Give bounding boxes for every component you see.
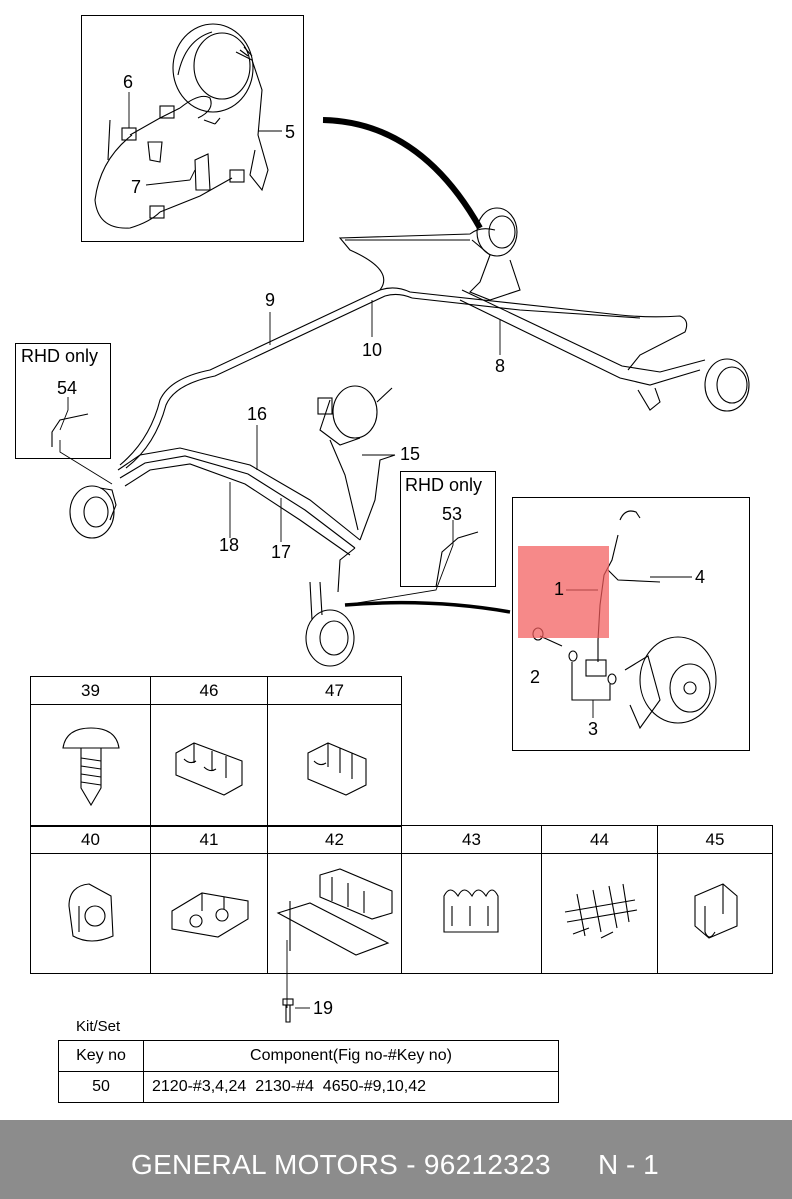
rhd-only-box-54: RHD only 54 <box>15 343 111 459</box>
rhd-only-title: RHD only <box>21 346 99 366</box>
callout-16: 16 <box>247 404 268 424</box>
front-right-brake-drawing <box>305 581 355 667</box>
part-cell-46[interactable]: 46 <box>150 676 268 705</box>
push-clip-icon <box>61 727 120 807</box>
callout-2: 2 <box>530 667 541 687</box>
callout-9: 9 <box>265 290 276 310</box>
kit-set-table: Key no Component(Fig no-#Key no) 50 2120… <box>58 1040 559 1103</box>
part-image-41 <box>150 853 268 974</box>
callout-6: 6 <box>123 72 134 92</box>
part-cell-45[interactable]: 45 <box>657 825 773 854</box>
highlighted-part-1[interactable] <box>518 546 609 638</box>
bracket-clip-assembly-icon <box>276 868 393 956</box>
triple-pipe-clip-icon <box>306 742 367 796</box>
brake-lines-diagram <box>51 23 750 1009</box>
callout-8: 8 <box>495 356 506 376</box>
footer-page-number: N - 1 <box>598 1149 659 1180</box>
part-image-46 <box>150 704 268 827</box>
callout-1: 1 <box>554 579 565 599</box>
rhd-only-title: RHD only <box>405 475 483 495</box>
kit-row-key: 50 <box>58 1071 144 1103</box>
screw-19-icon <box>282 998 294 1023</box>
part-cell-40[interactable]: 40 <box>30 825 151 854</box>
rear-drum-detail-drawing <box>94 23 269 229</box>
part-cell-42[interactable]: 42 <box>267 825 402 854</box>
kit-row-component: 2120-#3,4,24 2130-#4 4650-#9,10,42 <box>143 1071 559 1103</box>
part-image-43 <box>401 853 542 974</box>
front-left-brake-drawing <box>69 485 117 539</box>
single-clip-icon <box>67 883 114 942</box>
part-image-44 <box>541 853 658 974</box>
callout-17: 17 <box>271 542 292 562</box>
footer-part-number: GENERAL MOTORS - 96212323 <box>131 1149 551 1180</box>
part-cell-41[interactable]: 41 <box>150 825 268 854</box>
caliper-inset <box>512 497 750 751</box>
footer-bar <box>0 1120 792 1199</box>
callout-3: 3 <box>588 719 599 739</box>
kit-header-key: Key no <box>58 1040 144 1072</box>
part-image-40 <box>30 853 151 974</box>
kit-header-component: Component(Fig no-#Key no) <box>143 1040 559 1072</box>
part-image-45 <box>657 853 773 974</box>
kit-set-title: Kit/Set <box>76 1018 121 1035</box>
leader-line-caliper <box>344 600 511 614</box>
wave-clip-icon <box>442 889 499 933</box>
rear-axle-drawing <box>459 207 750 412</box>
part-image-47 <box>267 704 402 827</box>
brake-pipes-front <box>117 439 396 593</box>
brake-pipes-rear <box>119 228 688 469</box>
double-clip-icon <box>170 892 249 938</box>
master-cylinder-drawing <box>317 385 393 446</box>
callout-10: 10 <box>362 340 383 360</box>
callout-54: 54 <box>57 378 78 398</box>
part-cell-44[interactable]: 44 <box>541 825 658 854</box>
callout-19: 19 <box>313 998 334 1018</box>
callout-5: 5 <box>285 122 296 142</box>
callout-15: 15 <box>400 444 421 464</box>
rear-drum-inset <box>81 15 304 242</box>
part-image-39 <box>30 704 151 827</box>
rhd-pipe-53-drawing <box>435 531 479 588</box>
leader-arrow <box>322 117 483 230</box>
part-cell-43[interactable]: 43 <box>401 825 542 854</box>
callout-53: 53 <box>442 504 463 524</box>
callout-7: 7 <box>131 177 142 197</box>
parts-table-row2: 40 41 42 43 44 45 <box>30 825 773 974</box>
mounting-clip-icon <box>694 883 738 939</box>
parts-table-row1: 39 46 47 <box>30 676 402 827</box>
callout-4: 4 <box>695 567 706 587</box>
rhd-pipe-54-drawing <box>51 413 89 447</box>
rhd-only-box-53: RHD only 53 <box>400 471 496 587</box>
callout-18: 18 <box>219 535 240 555</box>
part-cell-47[interactable]: 47 <box>267 676 402 705</box>
multi-clip-icon <box>564 883 637 939</box>
part-cell-39[interactable]: 39 <box>30 676 151 705</box>
part-image-42 <box>267 853 402 974</box>
double-pipe-clip-icon <box>175 742 243 796</box>
